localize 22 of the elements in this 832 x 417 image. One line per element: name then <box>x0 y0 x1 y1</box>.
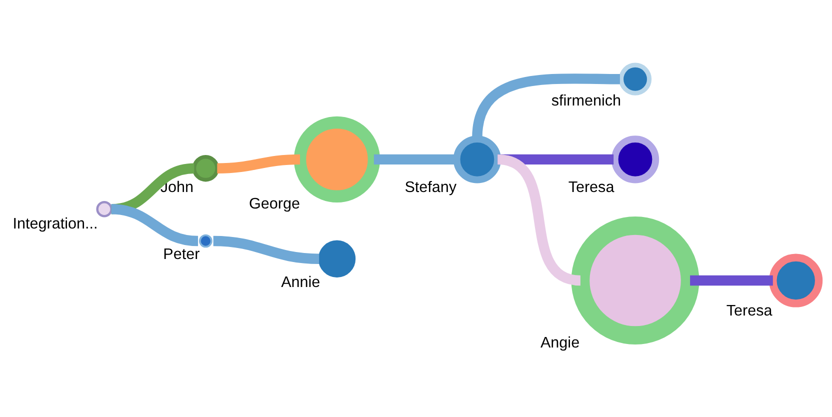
node-label: sfirmenich <box>551 92 621 110</box>
connector <box>690 275 773 286</box>
node-circle <box>618 62 652 96</box>
node-circle <box>318 240 356 278</box>
node-label: John <box>160 179 194 196</box>
node-circle <box>96 200 112 218</box>
node-label: Integration... <box>12 215 98 232</box>
connector <box>472 74 620 138</box>
node-circle <box>199 234 212 248</box>
node-label: George <box>249 196 300 213</box>
node-circle <box>192 154 220 182</box>
node-label: Teresa <box>568 179 614 196</box>
node-label: Stefany <box>404 179 457 196</box>
node-label: Peter <box>163 246 200 263</box>
node-label: Angie <box>540 334 580 352</box>
node-label: Annie <box>281 274 320 292</box>
connector <box>374 154 457 165</box>
node-circle <box>611 136 660 184</box>
connector <box>217 154 300 174</box>
connector <box>111 204 198 246</box>
node-label: Teresa <box>726 302 772 320</box>
connector <box>213 236 320 264</box>
